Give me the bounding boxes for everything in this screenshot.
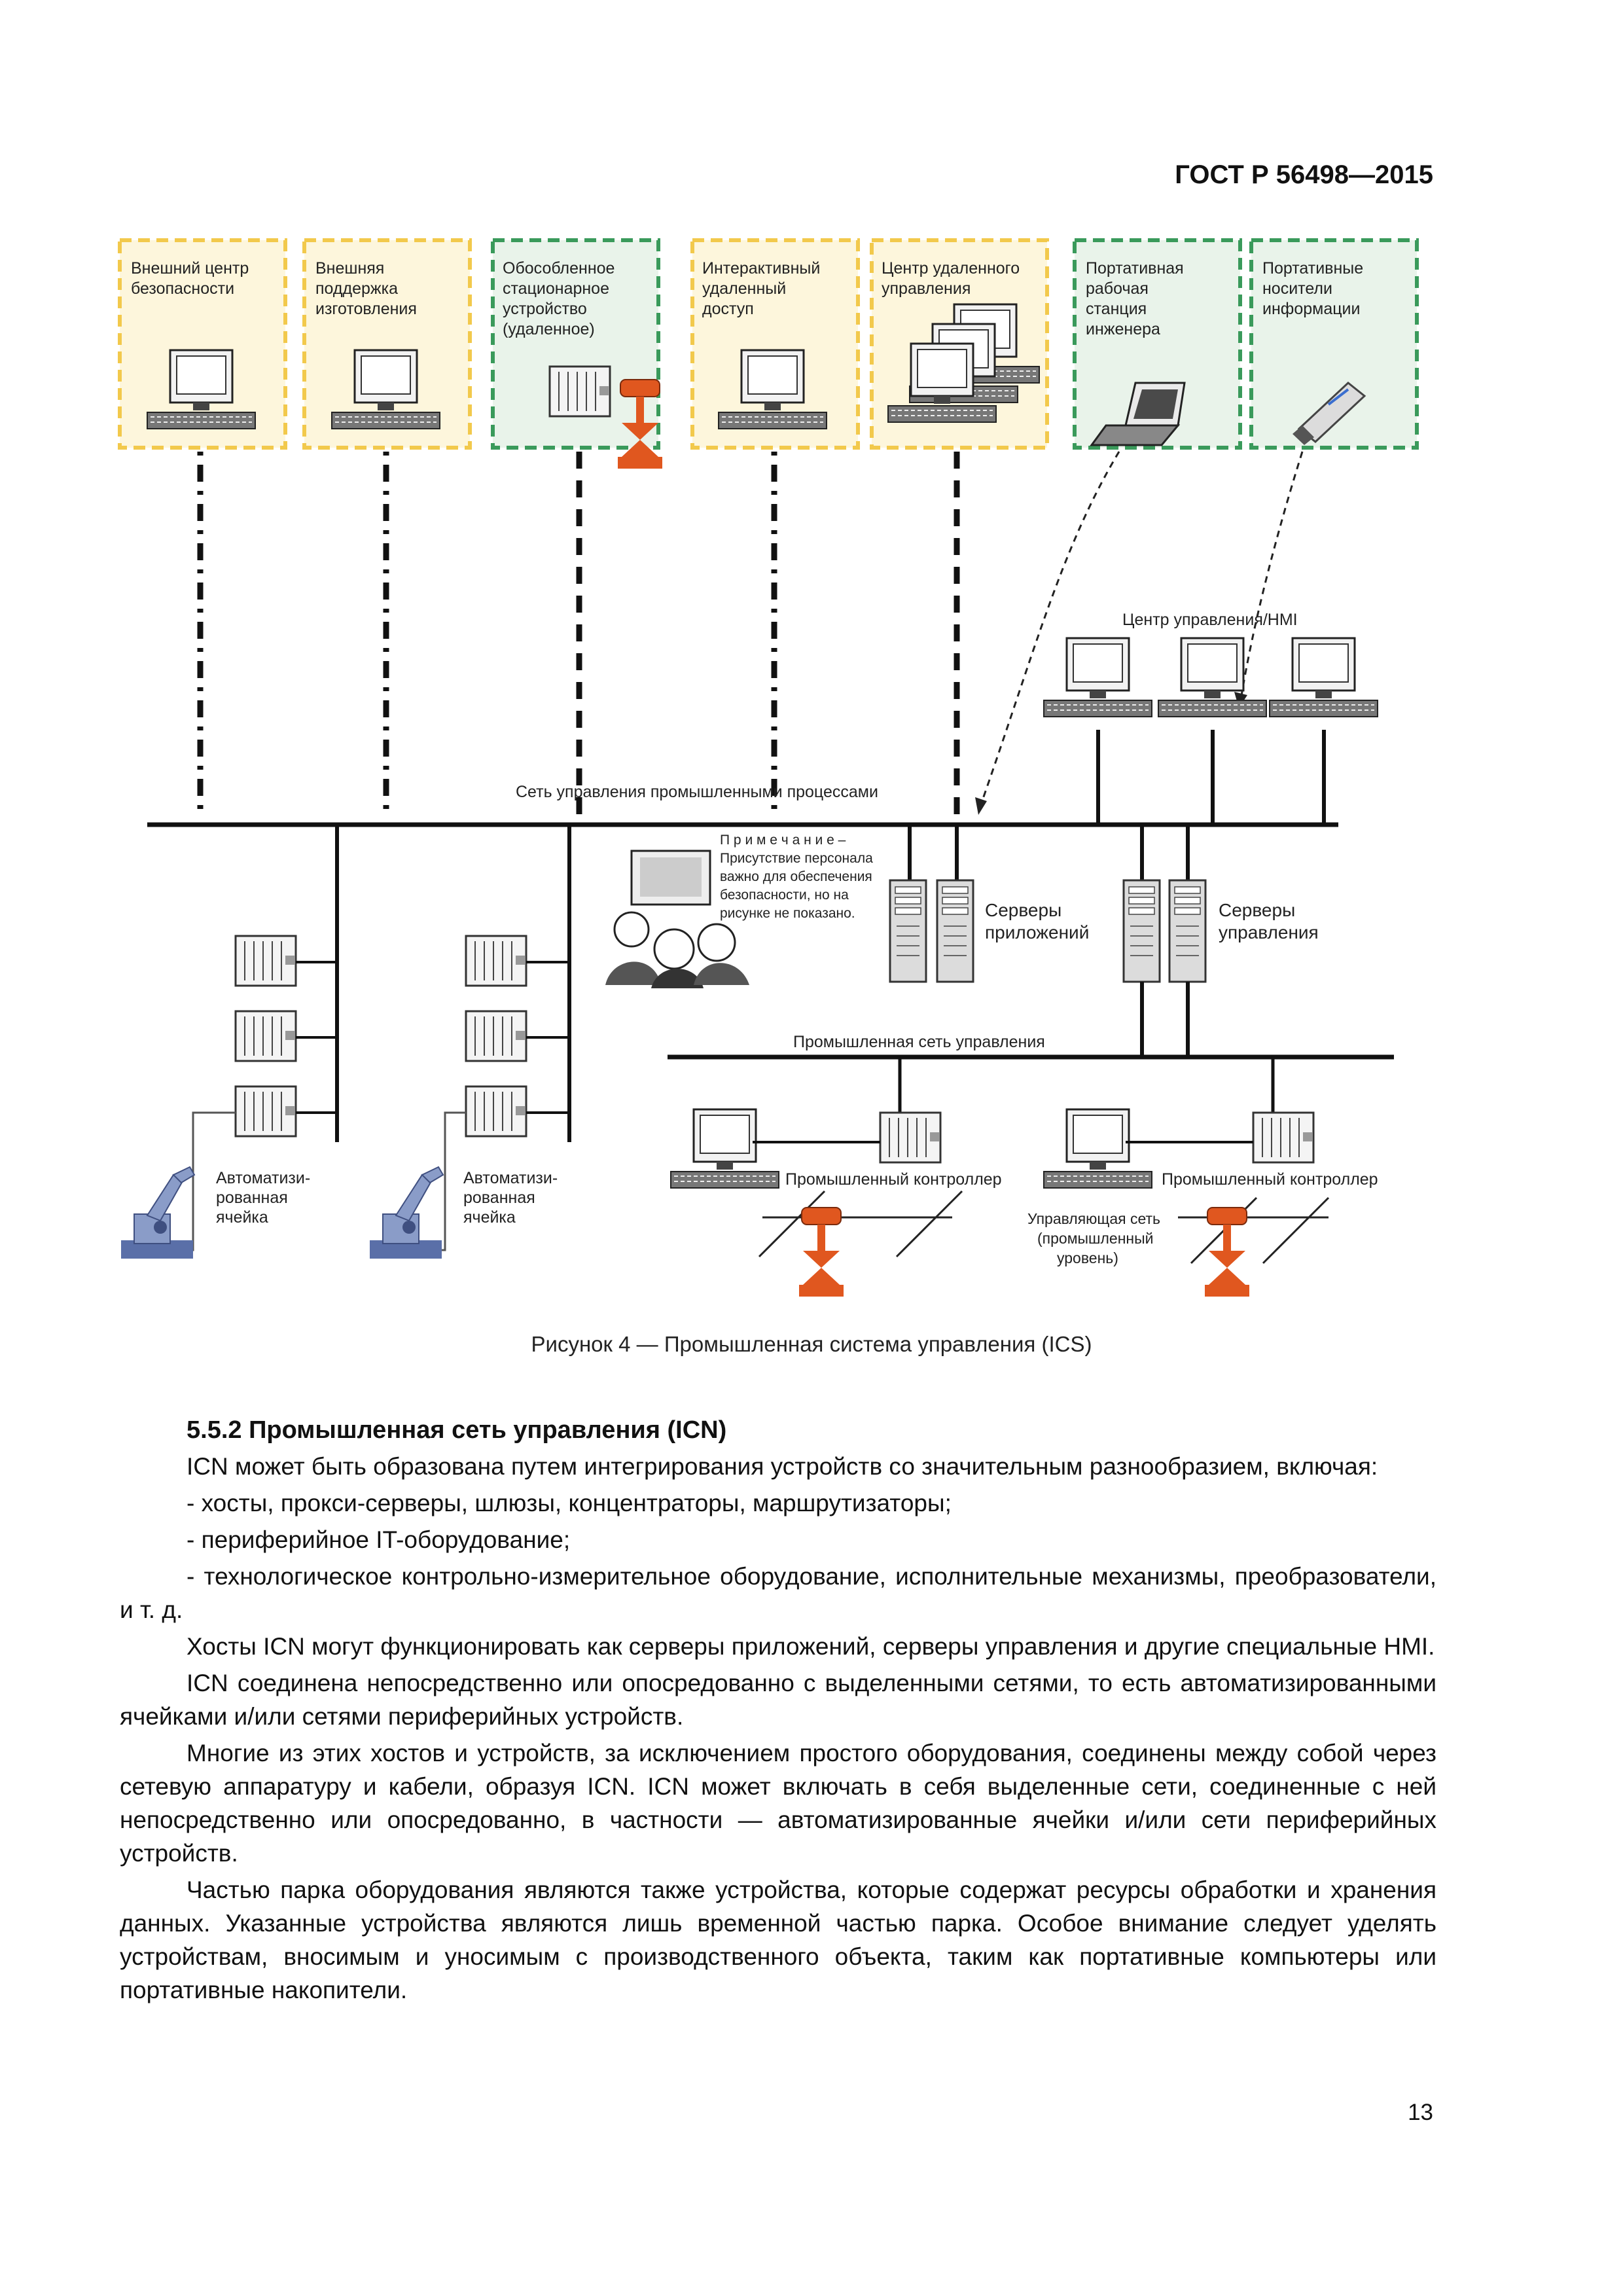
box-label-line: информации [1262, 300, 1361, 318]
pc-icon [1268, 637, 1379, 718]
paragraph: ICN соединена непосредственно или опосре… [120, 1670, 1436, 1730]
industrial-network-label: Промышленная сеть управления [793, 1033, 1045, 1051]
usb-link [1239, 451, 1304, 704]
box-label-line: инженера [1086, 320, 1160, 338]
laptop-icon [1090, 382, 1186, 446]
page-number: 13 [1408, 2100, 1433, 2125]
control-servers-label: управления [1219, 922, 1319, 942]
remote-boxes [118, 238, 1419, 450]
controller-rack-icon [465, 1010, 527, 1062]
controller-rack-icon [234, 935, 297, 987]
box-label-line: Внешний центр [131, 259, 249, 278]
cell-label-line: ячейка [216, 1208, 268, 1227]
controller-rack-icon [465, 1085, 527, 1138]
box-label-line: стационарное [503, 279, 609, 298]
pc-icon [669, 1108, 780, 1189]
controller-rack-icon [879, 1111, 942, 1164]
box-labels: Внешний центр безопасности Внешняя подде… [131, 259, 1363, 338]
personnel-illustration [605, 850, 749, 988]
server-icon [889, 879, 927, 983]
control-net-label-line: Управляющая сеть [1027, 1210, 1160, 1227]
app-servers-label: Серверы [985, 900, 1061, 920]
robot-icon [120, 1166, 195, 1259]
app-servers-label: приложений [985, 922, 1089, 942]
controller-rack-icon [1252, 1111, 1315, 1164]
box-label-line: Портативные [1262, 259, 1363, 278]
box-label-line: устройство [503, 300, 587, 318]
controller-rack-icon [548, 365, 611, 418]
box-label-line: доступ [702, 300, 754, 318]
pc-icon [1043, 637, 1153, 718]
paragraph: Многие из этих хостов и устройств, за ис… [120, 1740, 1436, 1867]
list-item: - хосты, прокси-серверы, шлюзы, концентр… [187, 1490, 952, 1516]
cell-label-line: ячейка [463, 1208, 516, 1227]
controller-rack-icon [465, 935, 527, 987]
paragraph: ICN может быть образована путем интегрир… [187, 1453, 1378, 1480]
server-icon [1168, 879, 1207, 983]
control-net-label-line: уровень) [1057, 1249, 1118, 1266]
box-label-line: поддержка [315, 279, 398, 298]
process-network-label: Сеть управления промышленными процессами [516, 783, 878, 801]
valve-icon [617, 379, 663, 469]
controller-rack-icon [234, 1010, 297, 1062]
note-line: П р и м е ч а н и е – [720, 833, 846, 848]
box-label-line: Интерактивный [702, 259, 820, 278]
note-line: важно для обеспечения [720, 869, 872, 884]
box-label-line: Обособленное [503, 259, 615, 278]
valve-icon [1204, 1207, 1250, 1297]
list-item: - периферийное IT-оборудование; [187, 1526, 571, 1553]
note-line: безопасности, но на [720, 888, 849, 903]
box-label-line: станция [1086, 300, 1147, 318]
list-item: - технологическое контрольно-измерительн… [120, 1563, 1436, 1623]
note-line: Присутствие персонала [720, 851, 873, 866]
server-icon [1122, 879, 1161, 983]
control-servers-label: Серверы [1219, 900, 1295, 920]
section-heading: 5.5.2 Промышленная сеть управления (ICN) [187, 1416, 727, 1444]
paragraph: Частью парка оборудования являются также… [120, 1876, 1436, 2003]
box-label-line: носители [1262, 279, 1332, 298]
valve-icon [798, 1207, 844, 1297]
laptop-link [977, 451, 1120, 812]
figure-caption: Рисунок 4 — Промышленная система управле… [531, 1332, 1092, 1356]
controller-label: Промышленный контроллер [785, 1170, 1002, 1189]
control-net-label-line: (промышленный [1037, 1230, 1154, 1247]
standard-code: ГОСТ Р 56498—2015 [1175, 160, 1433, 189]
box-label-line: рабочая [1086, 279, 1149, 298]
paragraph: Хосты ICN могут функционировать как серв… [187, 1633, 1435, 1660]
note-line: рисунке не показано. [720, 906, 855, 921]
box-label-line: (удаленное) [503, 320, 595, 338]
section-body: 5.5.2 Промышленная сеть управления (ICN)… [120, 1414, 1436, 2010]
server-icon [936, 879, 974, 983]
ics-diagram: Внешний центр безопасности Внешняя подде… [118, 238, 1419, 1297]
cell-label-line: рованная [216, 1189, 288, 1207]
box-label-line: Портативная [1086, 259, 1184, 278]
box-label-line: Центр удаленного [882, 259, 1020, 278]
cell-label-line: Автоматизи- [463, 1169, 558, 1187]
remote-links [197, 451, 1304, 815]
box-label-line: изготовления [315, 300, 417, 318]
robot-icon [369, 1166, 444, 1259]
controller-label: Промышленный контроллер [1162, 1170, 1378, 1189]
box-label-line: безопасности [131, 279, 234, 298]
cell-label-line: Автоматизи- [216, 1169, 310, 1187]
controller-rack-icon [234, 1085, 297, 1138]
box-label-line: удаленный [702, 279, 786, 298]
cell-label-line: рованная [463, 1189, 535, 1207]
usb-drive-icon [1293, 382, 1366, 445]
hmi-center-label: Центр управления/HMI [1122, 611, 1298, 629]
box-label-line: Внешняя [315, 259, 384, 278]
box-label-line: управления [882, 279, 971, 298]
pc-icon [1043, 1108, 1153, 1189]
